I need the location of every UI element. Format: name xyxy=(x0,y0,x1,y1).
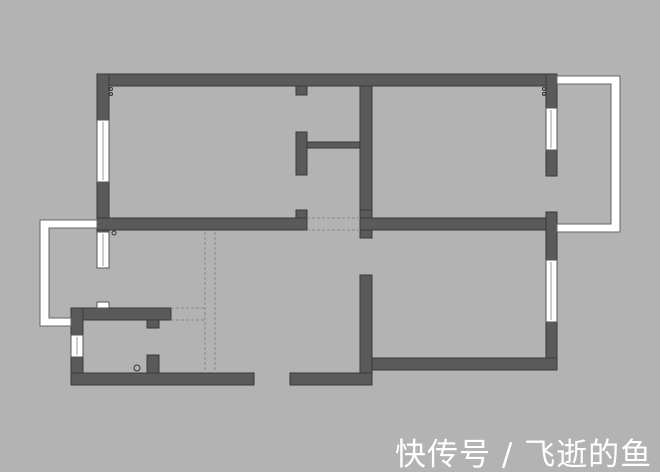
kitchen-stub xyxy=(146,319,160,329)
interior-connector xyxy=(306,141,361,149)
socket-icon xyxy=(111,230,117,236)
balcony-left xyxy=(39,219,98,327)
balcony-right xyxy=(556,75,621,233)
interior-wall-piece xyxy=(295,131,308,176)
vent xyxy=(96,301,110,309)
bottom-wall-left xyxy=(70,372,255,386)
drain-icon xyxy=(133,364,141,372)
wall-stub xyxy=(295,209,308,219)
walls xyxy=(70,73,558,386)
top-wall xyxy=(96,73,558,87)
watermark: 快传号 / 飞逝的鱼 xyxy=(395,437,653,472)
left-wall-upper xyxy=(96,73,110,121)
bottom-right-wall xyxy=(371,357,558,371)
right-wall-upper xyxy=(545,149,558,177)
middle-wall-right xyxy=(359,217,558,231)
bottom-wall-center xyxy=(289,372,373,386)
kitchen-stub xyxy=(146,354,160,374)
right-wall-middle xyxy=(545,211,558,261)
fixtures xyxy=(109,87,546,372)
middle-wall-left xyxy=(96,217,308,231)
wall-stub xyxy=(295,85,308,96)
kitchen-left-wall xyxy=(70,307,84,336)
kitchen-top-wall xyxy=(70,307,172,321)
interior-wall-lower xyxy=(359,274,373,386)
right-wall-top xyxy=(545,73,558,109)
dashed-lines xyxy=(171,217,360,373)
window-lines xyxy=(76,110,552,355)
